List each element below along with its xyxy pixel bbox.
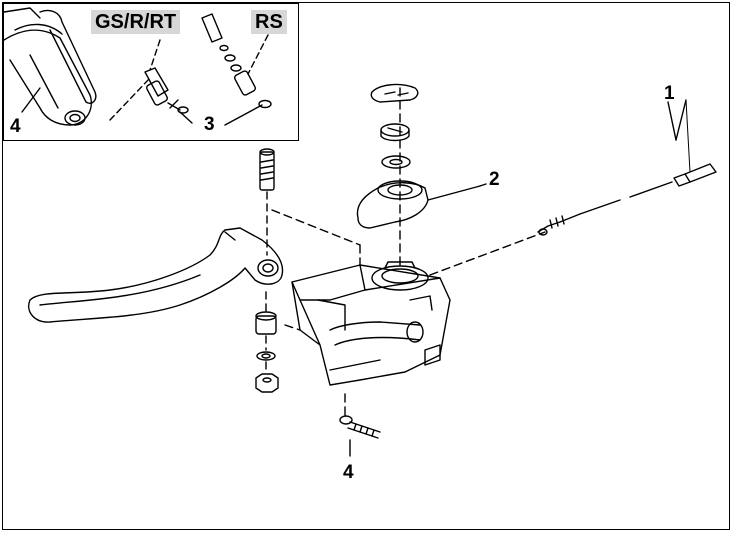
outer-frame: [2, 2, 730, 530]
callout-4-main: 4: [343, 462, 354, 483]
leader-lines: [479, 101, 677, 187]
callout-3: 3: [204, 114, 215, 135]
assembly-guides: [271, 87, 546, 416]
reservoir-cover-drawing: [356, 83, 481, 229]
mounting-screw-drawing: [339, 415, 381, 457]
variant-label-gs-r-rt: GS/R/RT: [91, 10, 181, 34]
variant-label-rs: RS: [251, 10, 287, 34]
callout-4-inset: 4: [10, 116, 21, 137]
callout-2: 2: [489, 169, 500, 190]
callout-1: 1: [664, 83, 675, 104]
lower-hardware-drawing: [255, 291, 279, 393]
brake-lever-drawing: [28, 227, 284, 323]
brake-switch-cable-drawing: [537, 99, 717, 236]
pivot-pin-drawing: [259, 148, 275, 256]
master-cylinder-drawing: [291, 261, 451, 386]
